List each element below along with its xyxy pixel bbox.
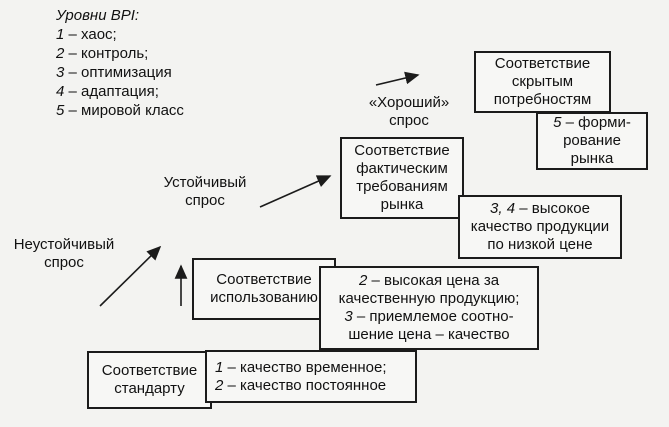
box-price: 2 – высокая цена за качественную продукц…	[319, 266, 539, 350]
box-hidden: Соответствие скрытым потребностям	[474, 51, 611, 113]
legend-item-1: 1 – хаос;	[56, 26, 117, 43]
stage-stable-label: Устойчивый спрос	[158, 174, 252, 210]
box-standard: Соответствие стандарту	[87, 351, 212, 409]
arrow-to-actual	[259, 175, 332, 208]
box-actual: Соответствие фактическим требованиям рын…	[340, 137, 464, 219]
box-forming: 5 – форми- рование рынка	[536, 112, 648, 170]
arrow-to-standard	[99, 245, 162, 307]
legend-item-3: 3 – оптимизация	[56, 64, 172, 81]
legend-item-5: 5 – мировой класс	[56, 102, 184, 119]
box-quality: 1 – качество временное; 2 – качество пос…	[205, 350, 417, 403]
stage-good-label: «Хороший» спрос	[364, 94, 454, 130]
legend-item-4: 4 – адаптация;	[56, 83, 159, 100]
legend-title: Уровни ВРI:	[56, 7, 140, 24]
legend-item-2: 2 – контроль;	[56, 45, 149, 62]
stage-unstable-label: Неустойчивый спрос	[8, 236, 120, 272]
box-usage: Соответствие использованию	[192, 258, 336, 320]
box-high-quality: 3, 4 – высокое качество продукции по низ…	[458, 195, 622, 259]
arrow-to-hidden	[375, 71, 420, 86]
legend: Уровни ВРI: 1 – хаос; 2 – контроль; 3 – …	[56, 6, 266, 134]
